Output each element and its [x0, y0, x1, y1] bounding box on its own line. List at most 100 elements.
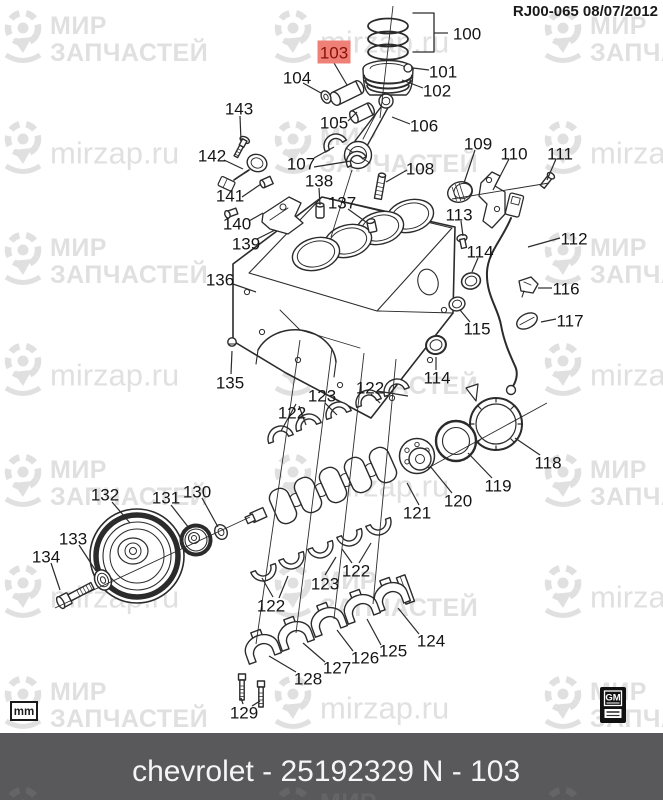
part-label-124[interactable]: 124: [417, 632, 445, 651]
watermark-tile: mirzap.ru: [544, 342, 663, 396]
part-label-114[interactable]: 114: [423, 369, 450, 388]
part-label-120[interactable]: 120: [444, 492, 472, 511]
leader-line: [347, 111, 358, 122]
part-label-103[interactable]: 103: [317, 40, 351, 64]
part-label-118[interactable]: 118: [534, 454, 561, 473]
leader-line: [471, 257, 479, 273]
part-plug-137: [366, 218, 378, 234]
part-number-text: 122: [257, 597, 285, 616]
doc-reference: RJ00-065 08/07/2012: [513, 3, 658, 20]
part-label-112[interactable]: 112: [560, 230, 587, 249]
part-label-106[interactable]: 106: [410, 117, 438, 136]
location-pin-icon: [4, 120, 42, 174]
part-label-110[interactable]: 110: [500, 145, 527, 164]
part-number-text: 137: [328, 194, 356, 213]
part-label-122[interactable]: 122: [257, 597, 285, 616]
part-number-text: 130: [183, 483, 211, 502]
part-label-119[interactable]: 119: [484, 477, 511, 496]
part-sensor: [518, 276, 539, 298]
part-label-123[interactable]: 123: [311, 575, 339, 594]
part-crank-bolt: [55, 581, 95, 610]
part-label-101[interactable]: 101: [429, 63, 457, 82]
part-label-128[interactable]: 128: [294, 670, 322, 689]
part-label-127[interactable]: 127: [323, 659, 351, 678]
leader-lines: [50, 32, 561, 707]
part-number-text: 114: [466, 243, 493, 262]
part-label-134[interactable]: 134: [32, 548, 60, 567]
watermark-brand-line1: МИР: [50, 234, 107, 262]
part-label-136[interactable]: 136: [206, 271, 234, 290]
leader-line: [313, 146, 335, 159]
part-label-104[interactable]: 104: [283, 69, 311, 88]
part-bracket: [478, 171, 506, 229]
part-label-114[interactable]: 114: [466, 243, 493, 262]
leader-line: [248, 212, 264, 222]
part-label-102[interactable]: 102: [423, 82, 451, 101]
part-label-137[interactable]: 137: [328, 194, 356, 213]
part-label-122[interactable]: 122: [356, 379, 384, 398]
part-seal-114-upper: [460, 272, 482, 290]
part-label-122[interactable]: 122: [278, 404, 306, 423]
assembly-axis-line: [379, 5, 394, 119]
part-number-text: 136: [206, 271, 234, 290]
part-label-100[interactable]: 100: [453, 25, 481, 44]
watermark-site-text: mirzap.ru: [50, 358, 179, 393]
leader-line: [201, 497, 219, 528]
location-pin-icon: [274, 675, 312, 729]
part-label-117[interactable]: 117: [556, 312, 583, 331]
part-label-141[interactable]: 141: [216, 187, 244, 206]
leader-line: [302, 642, 326, 663]
watermark-site-text: mirzap.ru: [590, 136, 663, 171]
part-number-text: 101: [429, 63, 457, 82]
part-label-139[interactable]: 139: [232, 235, 260, 254]
watermark-brand-line2: ЗАПЧАСТЕЙ: [320, 148, 478, 178]
highlighted-label-box: [317, 40, 351, 64]
part-label-135[interactable]: 135: [216, 374, 244, 393]
part-ring-gear: [465, 383, 523, 451]
part-label-116[interactable]: 116: [552, 280, 579, 299]
part-label-131[interactable]: 131: [152, 489, 180, 508]
part-label-109[interactable]: 109: [464, 135, 492, 154]
part-label-115[interactable]: 115: [463, 320, 490, 339]
part-bracket-139: [261, 196, 304, 235]
part-number-text: 106: [410, 117, 438, 136]
part-label-125[interactable]: 125: [379, 642, 407, 661]
part-pin-washer: [320, 90, 332, 104]
leader-line: [401, 79, 424, 89]
watermark-brand-line1: МИР: [50, 12, 107, 40]
part-label-143[interactable]: 143: [225, 100, 253, 119]
part-label-111[interactable]: 111: [547, 145, 573, 164]
part-label-126[interactable]: 126: [351, 649, 379, 668]
assembly-axes: [54, 5, 550, 645]
part-label-133[interactable]: 133: [59, 530, 87, 549]
part-label-108[interactable]: 108: [406, 160, 434, 179]
location-pin-icon: [544, 453, 582, 507]
part-label-140[interactable]: 140: [223, 215, 251, 234]
assembly-axis-line: [427, 402, 548, 469]
part-pin-clip: [403, 63, 413, 73]
part-label-122[interactable]: 122: [342, 562, 370, 581]
part-label-113[interactable]: 113: [445, 206, 472, 225]
part-crank-gear: [179, 523, 213, 557]
part-label-130[interactable]: 130: [183, 483, 211, 502]
part-label-121[interactable]: 121: [403, 504, 431, 523]
part-number-text: 140: [223, 215, 251, 234]
leader-line: [412, 67, 430, 71]
part-label-123[interactable]: 123: [308, 387, 336, 406]
part-number-text: 133: [59, 530, 87, 549]
part-label-107[interactable]: 107: [287, 155, 315, 174]
part-seal-115: [448, 296, 466, 312]
part-label-129[interactable]: 129: [230, 704, 258, 723]
part-label-105[interactable]: 105: [320, 114, 348, 133]
part-label-132[interactable]: 132: [91, 486, 119, 505]
part-number-text: 100: [453, 25, 481, 44]
watermark-brand-line1: МИР: [320, 567, 377, 595]
assembly-axis-line: [54, 516, 251, 609]
watermark-brand-line1: МИР: [590, 12, 647, 40]
leader-line: [376, 390, 409, 397]
part-label-138[interactable]: 138: [305, 172, 333, 191]
part-piston-rings: [367, 12, 435, 61]
part-label-142[interactable]: 142: [198, 147, 226, 166]
